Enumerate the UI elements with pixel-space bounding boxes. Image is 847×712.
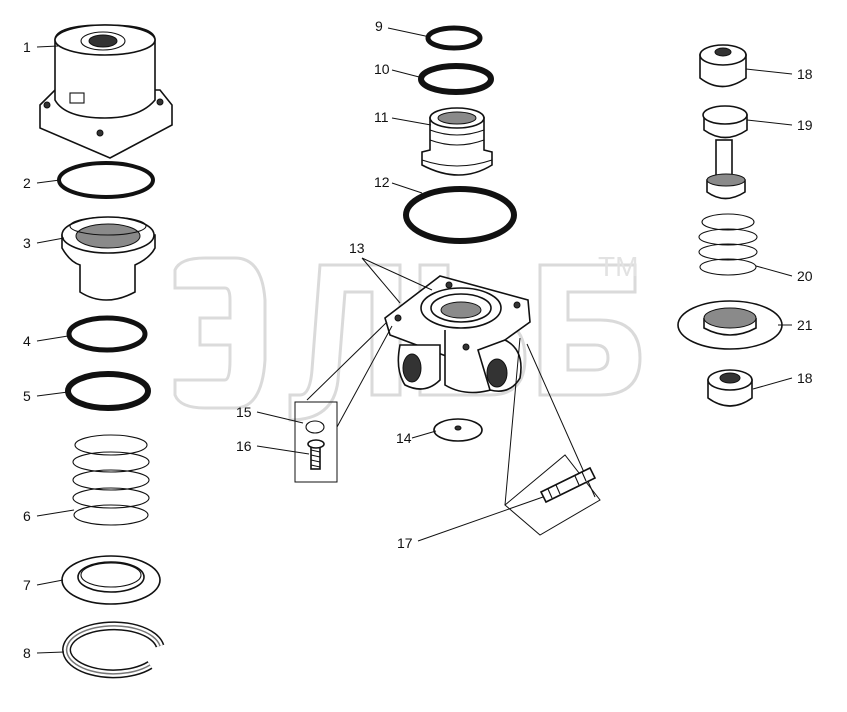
part-18-top-nut xyxy=(699,44,747,88)
callout-9: 9 xyxy=(375,18,383,34)
part-7-washer xyxy=(61,555,161,605)
part-3-bushing xyxy=(61,216,156,301)
callout-19: 19 xyxy=(797,117,813,133)
callout-8: 8 xyxy=(23,645,31,661)
leader-lines xyxy=(36,27,793,654)
part-21-washer xyxy=(677,300,783,350)
callout-21: 21 xyxy=(797,317,813,333)
callout-5: 5 xyxy=(23,388,31,404)
callout-14: 14 xyxy=(396,430,412,446)
callout-15: 15 xyxy=(236,404,252,420)
part-20-spring xyxy=(698,213,758,276)
part-2-o-ring xyxy=(57,161,155,199)
callout-4: 4 xyxy=(23,333,31,349)
callout-12: 12 xyxy=(374,174,390,190)
part-10-ring xyxy=(418,63,494,95)
trademark-mark: TM xyxy=(598,251,638,282)
part-13-valve-body xyxy=(384,275,531,394)
part-4-ring xyxy=(66,315,148,353)
part-9-ring xyxy=(425,25,483,51)
part-11-sleeve xyxy=(421,107,493,176)
callout-10: 10 xyxy=(374,61,390,77)
callout-6: 6 xyxy=(23,508,31,524)
callout-16: 16 xyxy=(236,438,252,454)
callout-13: 13 xyxy=(349,240,365,256)
part-1-cap-housing xyxy=(39,24,173,159)
callout-labels: 1 2 3 4 5 6 7 8 9 10 11 12 13 14 15 16 1… xyxy=(23,18,813,661)
part-18-bottom-nut xyxy=(707,369,753,407)
part-12-large-o-ring xyxy=(403,186,517,244)
callout-17: 17 xyxy=(397,535,413,551)
detail-box-screw-washer xyxy=(294,321,393,483)
part-19-valve-stem xyxy=(702,105,748,200)
detail-box-stud xyxy=(504,337,601,536)
callout-3: 3 xyxy=(23,235,31,251)
callout-2: 2 xyxy=(23,175,31,191)
callout-18-top: 18 xyxy=(797,66,813,82)
callout-11: 11 xyxy=(374,109,389,125)
part-8-split-ring xyxy=(62,621,165,679)
callout-18-bottom: 18 xyxy=(797,370,813,386)
callout-1: 1 xyxy=(23,39,31,55)
part-14-disc xyxy=(433,418,483,442)
part-6-spring xyxy=(72,434,150,526)
callout-7: 7 xyxy=(23,577,31,593)
callout-20: 20 xyxy=(797,268,813,284)
part-5-ring xyxy=(65,371,151,411)
